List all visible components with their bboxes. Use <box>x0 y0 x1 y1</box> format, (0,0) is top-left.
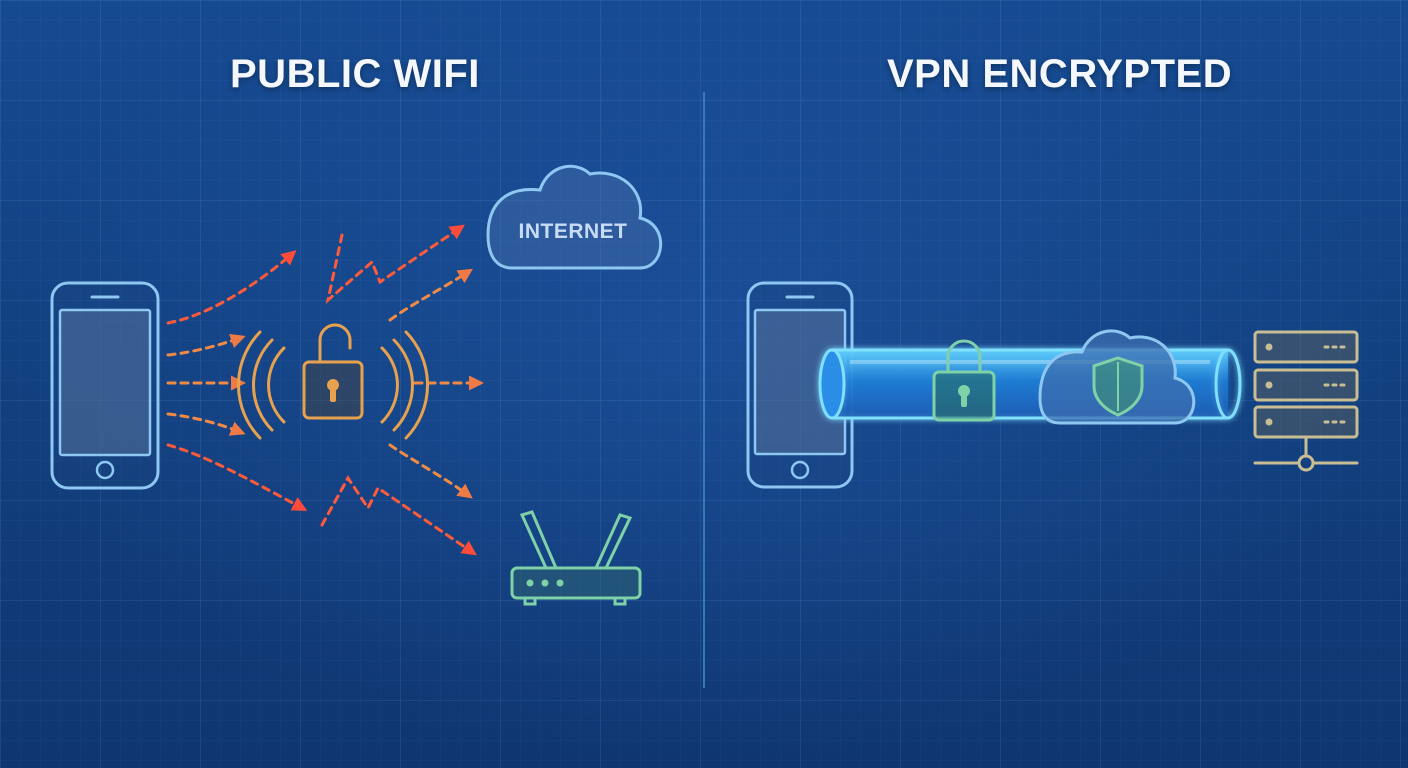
right-smartphone-icon <box>746 281 854 489</box>
cloud-icon: INTERNET <box>486 164 663 270</box>
left-smartphone-icon <box>50 281 160 490</box>
internet-cloud-label: INTERNET <box>519 220 628 243</box>
server-rack-icon <box>1253 330 1359 472</box>
leaking-signal-arrows <box>166 224 484 556</box>
locked-padlock-icon <box>932 339 996 422</box>
router-icon <box>510 510 642 606</box>
unlocked-padlock-icon <box>237 323 429 440</box>
shield-cloud-icon <box>1038 329 1196 425</box>
public-wifi-title: PUBLIC WIFI <box>230 52 480 96</box>
vpn-encrypted-title: VPN ENCRYPTED <box>887 52 1233 96</box>
